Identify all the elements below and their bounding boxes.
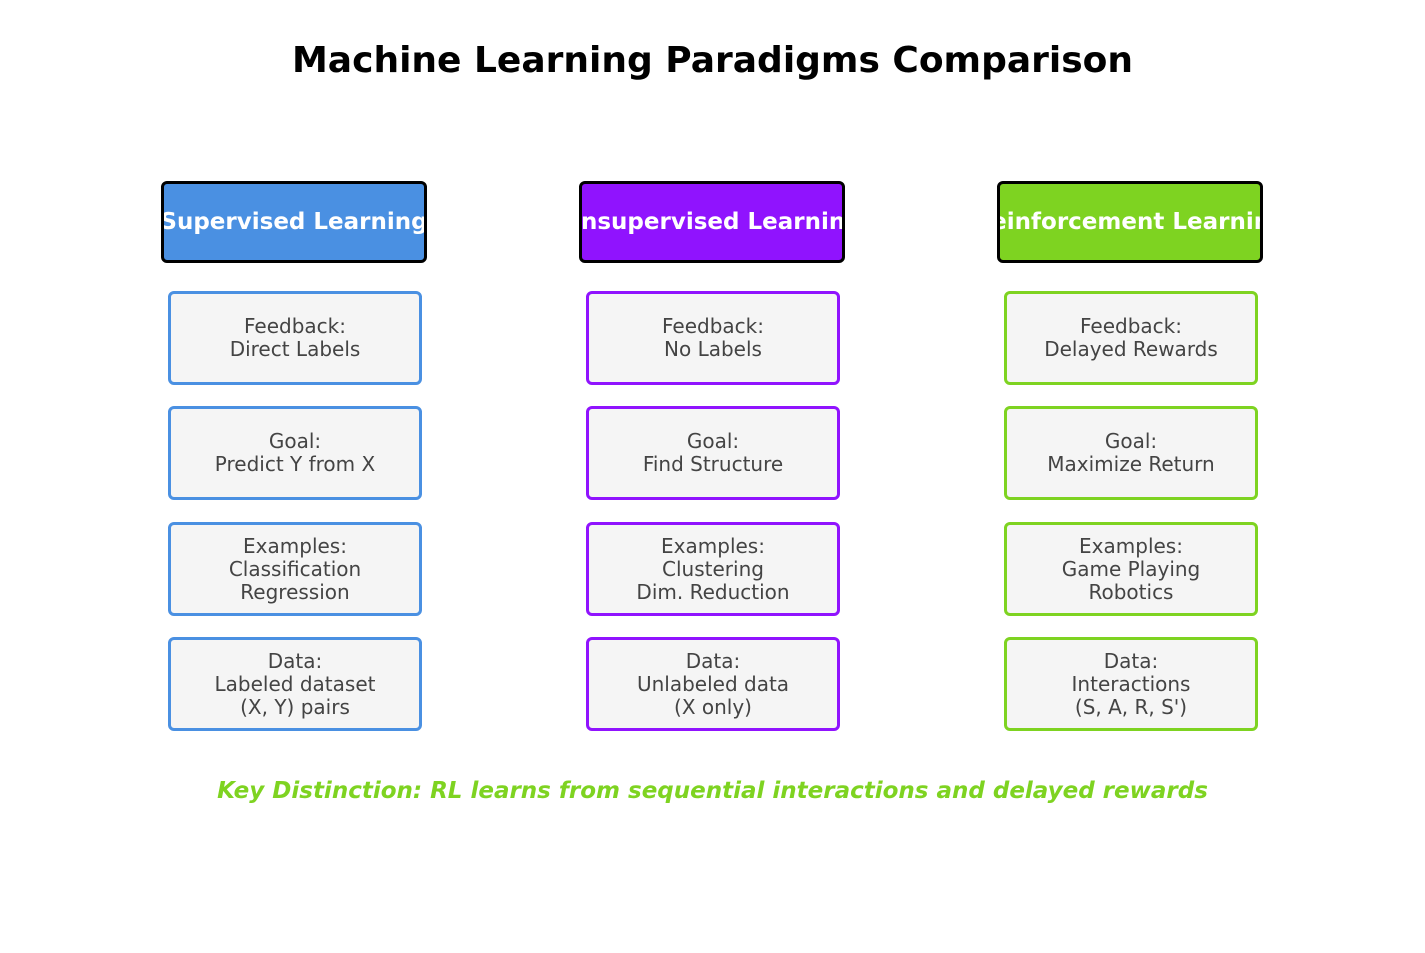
card-line: Find Structure [642,452,784,476]
header-reinforcement: Reinforcement Learning [997,181,1263,263]
card-line: Dim. Reduction [636,579,790,604]
card-supervised-feedback: Feedback: Direct Labels [168,291,422,385]
card-line: Game Playing [1061,556,1201,581]
header-supervised-label: Supervised Learning [161,209,427,235]
card-unsupervised-examples: Examples: Clustering Dim. Reduction [586,522,840,616]
card-reinforcement-feedback: Feedback: Delayed Rewards [1004,291,1258,385]
card-line: Goal: [686,429,740,453]
card-line: Feedback: [244,314,346,338]
card-line: Data: [1103,648,1159,673]
card-line: Classification [228,556,362,581]
header-reinforcement-label: Reinforcement Learning [1000,209,1260,235]
card-line: Predict Y from X [214,452,376,476]
card-reinforcement-goal: Goal: Maximize Return [1004,406,1258,500]
card-line: (S, A, R, S') [1074,694,1188,719]
card-line: Data: [267,648,323,673]
card-line: Data: [685,648,741,673]
card-line: Unlabeled data [636,671,790,696]
card-unsupervised-feedback: Feedback: No Labels [586,291,840,385]
card-line: (X only) [674,694,752,719]
card-line: Regression [240,579,350,604]
card-reinforcement-examples: Examples: Game Playing Robotics [1004,522,1258,616]
card-unsupervised-data: Data: Unlabeled data (X only) [586,637,840,731]
card-line: Delayed Rewards [1044,337,1218,361]
card-line: Direct Labels [229,337,361,361]
card-line: Interactions [1071,671,1191,696]
card-line: Robotics [1088,579,1174,604]
card-line: Maximize Return [1047,452,1215,476]
card-line: Feedback: [1080,314,1182,338]
header-unsupervised: Unsupervised Learning [579,181,845,263]
card-line: Examples: [1079,533,1183,558]
card-line: Goal: [268,429,322,453]
card-reinforcement-data: Data: Interactions (S, A, R, S') [1004,637,1258,731]
card-line: Goal: [1104,429,1158,453]
diagram-title: Machine Learning Paradigms Comparison [291,40,1134,81]
card-line: Examples: [243,533,347,558]
card-line: Examples: [661,533,765,558]
key-distinction-note: Key Distinction: RL learns from sequenti… [217,778,1208,804]
card-supervised-examples: Examples: Classification Regression [168,522,422,616]
card-supervised-data: Data: Labeled dataset (X, Y) pairs [168,637,422,731]
card-line: Clustering [662,556,764,581]
card-line: Labeled dataset [214,671,376,696]
card-line: No Labels [664,337,762,361]
header-supervised: Supervised Learning [161,181,427,263]
card-unsupervised-goal: Goal: Find Structure [586,406,840,500]
card-line: (X, Y) pairs [240,694,350,719]
card-supervised-goal: Goal: Predict Y from X [168,406,422,500]
card-line: Feedback: [662,314,764,338]
header-unsupervised-label: Unsupervised Learning [579,209,845,235]
